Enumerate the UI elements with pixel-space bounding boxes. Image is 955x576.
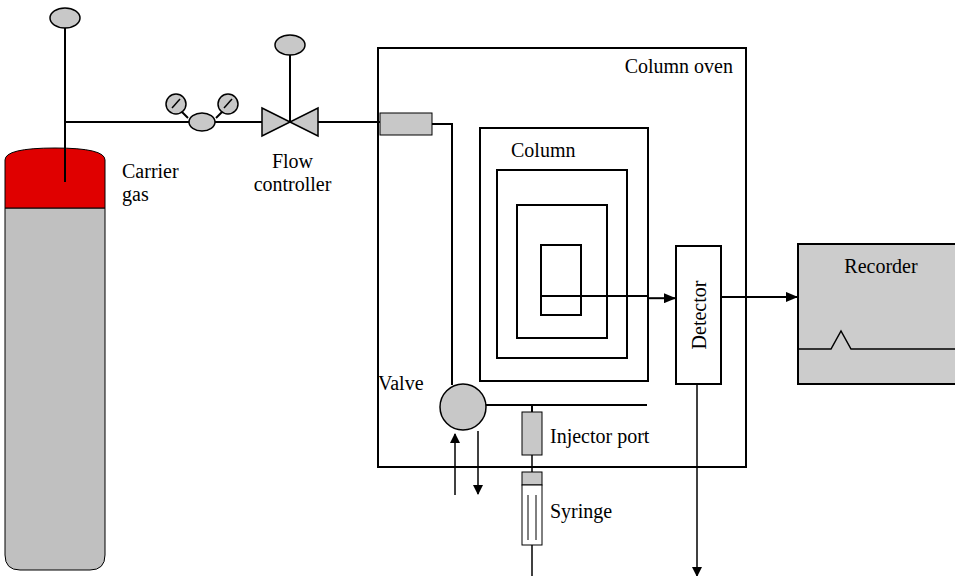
column-box: Column <box>479 127 649 382</box>
node-title: Column <box>511 139 575 162</box>
injector-label: Injector port <box>550 425 680 448</box>
controller-label: Flow controller <box>240 150 345 196</box>
flow-arrow <box>722 296 797 298</box>
node-title: Detector <box>687 281 710 350</box>
node-title: Column oven <box>625 55 733 78</box>
node-title: Recorder <box>799 255 955 278</box>
cylinder-label: Carrier gas <box>122 160 194 206</box>
flow-arrow <box>649 297 675 299</box>
valve-label: Valve <box>378 372 438 395</box>
detector-box: Detector <box>675 245 722 385</box>
oven-box: Column ovenColumnDetector <box>377 47 747 468</box>
syringe-label: Syringe <box>550 500 650 523</box>
recorder-box: Recorder <box>797 243 955 385</box>
